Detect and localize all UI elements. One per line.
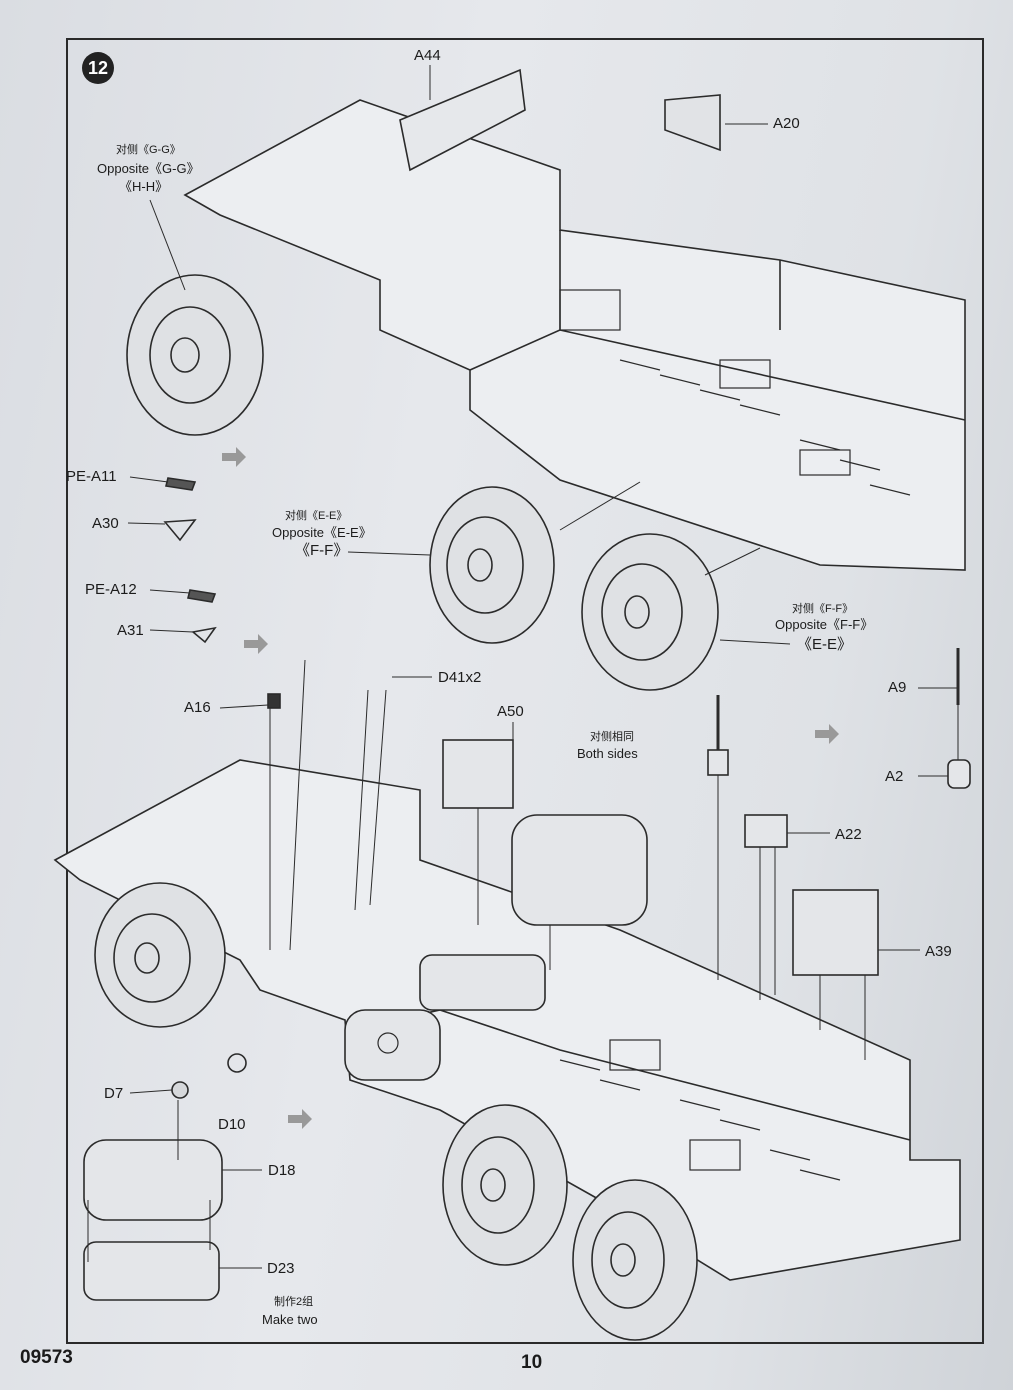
label-d23: D23 <box>267 1260 295 1277</box>
label-ff2-cn: 对侧《F-F》 <box>792 603 854 615</box>
label-both-en: Both sides <box>577 746 638 761</box>
label-a16: A16 <box>184 699 211 716</box>
label-a50: A50 <box>497 703 524 720</box>
label-ff: 《F-F》 <box>295 542 349 559</box>
label-a20: A20 <box>773 115 800 132</box>
box-part-a22 <box>744 814 788 848</box>
upper-mid-wheel-drawing <box>429 486 555 644</box>
product-code: 09573 <box>20 1347 73 1368</box>
upper-chassis-drawing <box>183 68 966 571</box>
part-d10 <box>227 1053 247 1073</box>
label-ff2-en: Opposite《F-F》 <box>775 617 874 632</box>
label-make-cn: 制作2组 <box>274 1296 314 1308</box>
a16-part <box>267 693 281 709</box>
label-ee-cn: 对侧《E-E》 <box>285 510 348 522</box>
label-d41: D41x2 <box>438 669 482 686</box>
step-frame <box>66 38 984 1344</box>
label-pe-a11: PE-A11 <box>66 468 117 485</box>
a30-part <box>163 519 197 542</box>
upper-rear-wheel-drawing <box>581 533 719 691</box>
step-number-badge: 12 <box>82 52 114 84</box>
cap-part-a2 <box>947 759 971 789</box>
label-a30: A30 <box>92 515 119 532</box>
box-part-a39 <box>792 889 879 976</box>
label-a2: A2 <box>885 768 904 785</box>
label-a31: A31 <box>117 622 144 639</box>
lower-chassis-drawing <box>53 759 961 1281</box>
lower-mid-wheel-drawing <box>442 1104 568 1266</box>
label-a44: A44 <box>414 47 441 64</box>
pe-a11-part <box>165 477 197 491</box>
label-a39: A39 <box>925 943 952 960</box>
page-number: 10 <box>521 1352 543 1373</box>
lower-front-wheel-drawing <box>94 882 226 1028</box>
fuel-tank-part <box>511 814 648 926</box>
label-ee-en: Opposite《E-E》 <box>272 525 372 540</box>
lower-rear-wheel-drawing <box>572 1179 698 1341</box>
label-gg-en: Opposite《G-G》 <box>97 161 200 176</box>
label-ee2: 《E-E》 <box>797 636 853 653</box>
label-d18: D18 <box>268 1162 296 1179</box>
label-a22: A22 <box>835 826 862 843</box>
part-d7 <box>171 1081 189 1099</box>
pe-a12-part <box>187 589 217 603</box>
label-d10: D10 <box>218 1116 246 1133</box>
label-hh: 《H-H》 <box>119 179 169 194</box>
label-pe-a12: PE-A12 <box>85 581 137 598</box>
label-a9: A9 <box>888 679 907 696</box>
upper-front-wheel-drawing <box>126 274 264 436</box>
label-both-cn: 对侧相同 <box>590 731 634 743</box>
label-gg-cn: 对侧《G-G》 <box>116 144 181 156</box>
tray-part-d23 <box>83 1241 220 1301</box>
label-make-en: Make two <box>262 1312 318 1327</box>
label-d7: D7 <box>104 1085 124 1102</box>
battery-box-part <box>442 739 514 809</box>
a31-part <box>191 626 217 644</box>
tank-part-d18 <box>83 1139 223 1221</box>
